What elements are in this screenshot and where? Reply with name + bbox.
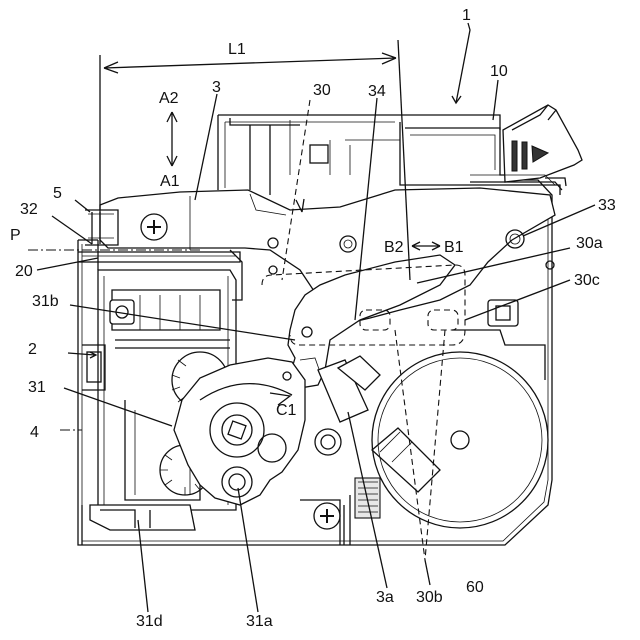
label-a1: A1 bbox=[160, 173, 180, 190]
label-4: 4 bbox=[30, 424, 39, 441]
label-c1: C1 bbox=[276, 402, 297, 419]
label-3: 3 bbox=[212, 79, 221, 96]
label-b1: B1 bbox=[444, 239, 464, 256]
label-p: P bbox=[10, 227, 21, 244]
label-b2: B2 bbox=[384, 239, 404, 256]
label-a2: A2 bbox=[159, 90, 179, 107]
lever-10 bbox=[470, 105, 582, 185]
head-3a bbox=[300, 356, 440, 545]
label-31a: 31a bbox=[246, 613, 273, 630]
arm-31 bbox=[174, 358, 305, 505]
label-32: 32 bbox=[20, 201, 38, 218]
tape-roll-60 bbox=[372, 300, 548, 528]
label-20: 20 bbox=[15, 263, 33, 280]
label-33: 33 bbox=[598, 197, 616, 214]
label-10: 10 bbox=[490, 63, 508, 80]
label-31: 31 bbox=[28, 379, 46, 396]
label-l1: L1 bbox=[228, 41, 246, 58]
label-2: 2 bbox=[28, 341, 37, 358]
label-1: 1 bbox=[462, 7, 471, 24]
label-30b: 30b bbox=[416, 589, 443, 606]
label-60: 60 bbox=[466, 579, 484, 596]
label-3a: 3a bbox=[376, 589, 394, 606]
label-30: 30 bbox=[313, 82, 331, 99]
label-31b: 31b bbox=[32, 293, 59, 310]
label-30c: 30c bbox=[574, 272, 600, 289]
label-5: 5 bbox=[53, 185, 62, 202]
label-30a: 30a bbox=[576, 235, 603, 252]
label-34: 34 bbox=[368, 83, 386, 100]
label-31d: 31d bbox=[136, 613, 163, 630]
